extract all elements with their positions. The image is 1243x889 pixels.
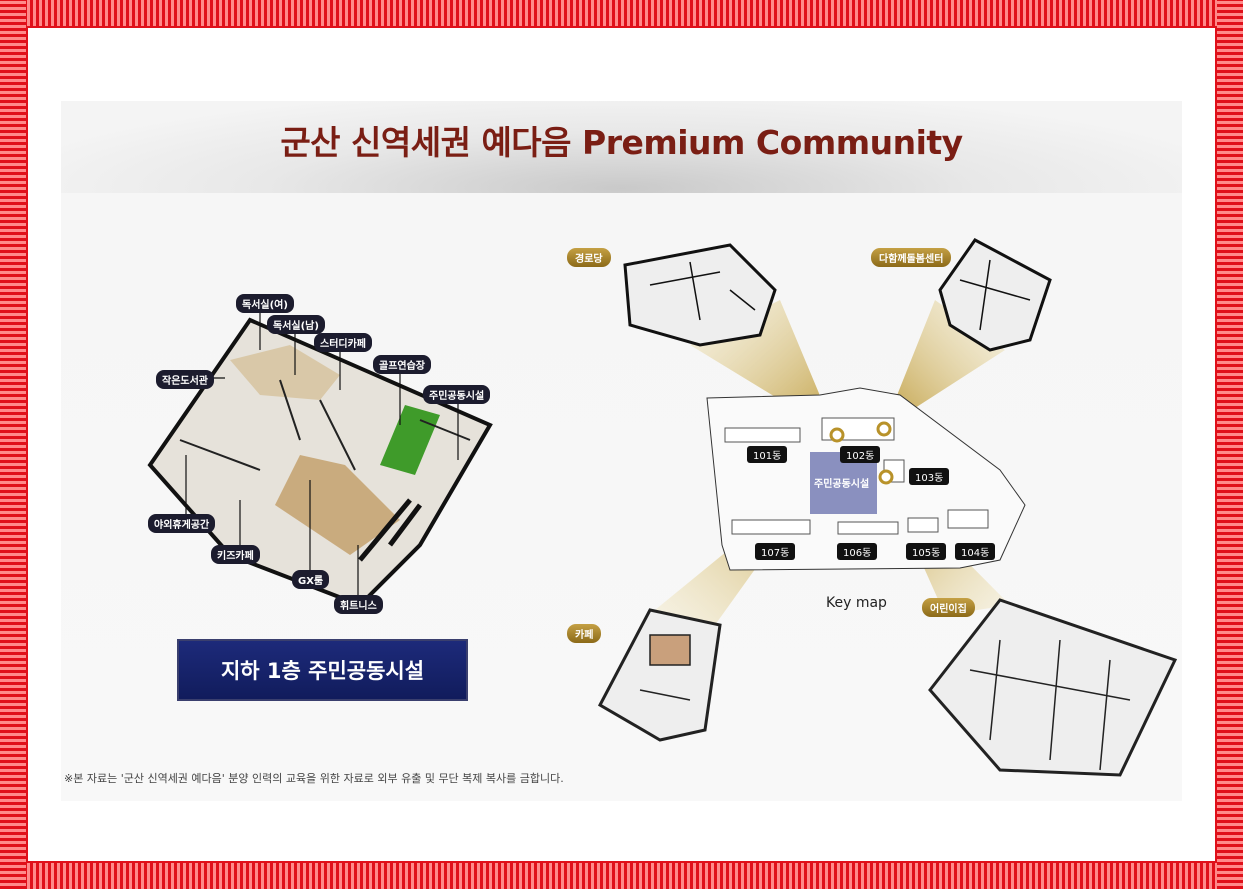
label-fitness: 휘트니스 xyxy=(334,595,383,614)
plan-daycare xyxy=(928,598,1178,777)
label-senior-center: 경로당 xyxy=(567,248,611,267)
floor-title-button: 지하 1층 주민공동시설 xyxy=(177,639,468,701)
label-daycare: 어린이집 xyxy=(922,598,975,617)
building-107: 107동 xyxy=(755,543,796,560)
building-102: 102동 xyxy=(840,446,881,463)
label-small-library: 작은도서관 xyxy=(156,370,214,389)
label-reading-room-male: 독서실(남) xyxy=(267,315,325,334)
label-childcare-center: 다함께돌봄센터 xyxy=(871,248,952,267)
building-105: 105동 xyxy=(906,543,947,560)
page-title: 군산 신역세권 예다음 Premium Community xyxy=(280,123,963,162)
building-101: 101동 xyxy=(747,446,788,463)
label-cafe: 카페 xyxy=(567,624,602,643)
label-golf-practice: 골프연습장 xyxy=(373,355,431,374)
plan-basement xyxy=(147,317,493,608)
disclaimer-text: ※본 자료는 '군산 신역세권 예다음' 분양 인력의 교육을 위한 자료로 외… xyxy=(64,772,564,785)
plan-childcare xyxy=(938,238,1052,352)
title-band xyxy=(61,101,1182,193)
label-gx-room: GX룸 xyxy=(292,570,330,589)
common-facility-label: 주민공동시설 xyxy=(814,479,870,490)
plan-senior xyxy=(623,243,777,347)
building-104: 104동 xyxy=(955,543,996,560)
label-kids-cafe: 키즈카페 xyxy=(211,545,260,564)
building-103: 103동 xyxy=(909,468,950,485)
label-study-cafe: 스터디카페 xyxy=(314,333,372,352)
label-reading-room-female: 독서실(여) xyxy=(236,294,294,313)
keymap-label: Key map xyxy=(826,595,887,611)
plan-cafe xyxy=(598,608,722,742)
label-community-facility: 주민공동시설 xyxy=(423,385,491,404)
building-106: 106동 xyxy=(837,543,878,560)
label-outdoor-rest: 야외휴게공간 xyxy=(148,514,216,533)
